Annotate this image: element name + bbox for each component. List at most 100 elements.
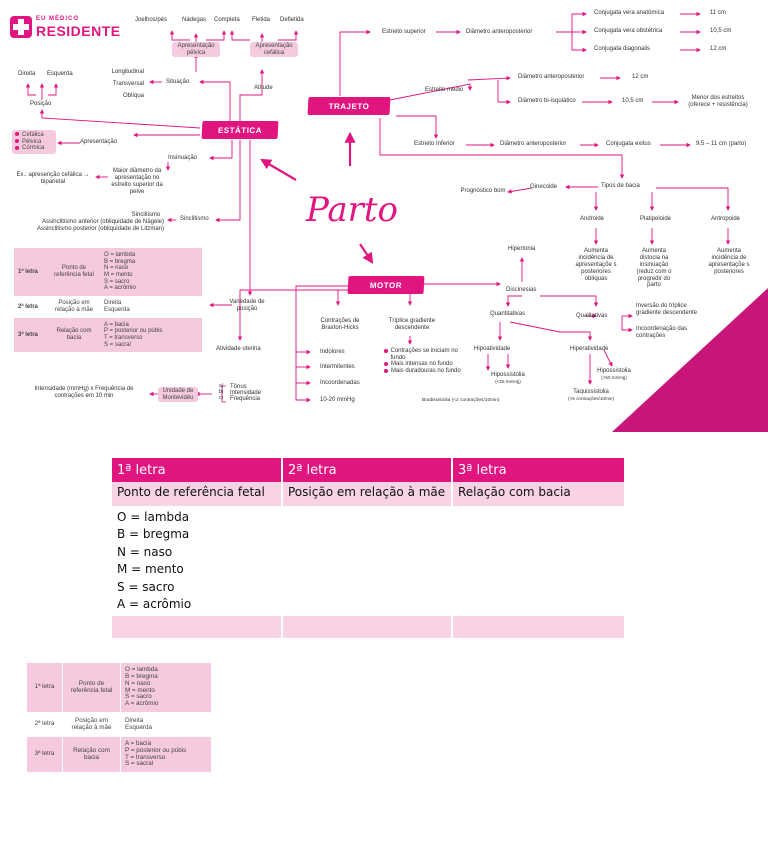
col1-item: O = lambda [117,510,190,524]
bullet-icon [384,368,388,373]
androide-description: Aumenta incidência de apresentaçõe s pos… [575,248,617,282]
menor-dos-estreitos: Menor dos estreitos (oferece + resistênc… [688,95,748,108]
situacao-obliqua: Oblíqua [122,93,144,99]
braxton-10-20: 10-20 mmHg [320,397,355,403]
conjugata-vera-obstetrica: Conjugata vera obstétrica [594,28,663,34]
empty-cell [282,616,453,639]
hipossistolia: Hipossistolia (<25 mmHg) [488,372,528,384]
atitude-item-fletida: Fletida [252,17,271,23]
posicao-direita: Direita [18,71,36,77]
bullet-icon [384,362,388,367]
hipossistolia-value: (<25 mmHg) [495,378,521,384]
triplice-item-1: Contrações se iniciam no fundo [390,348,458,361]
small-label-3: Relação com bacia [62,736,121,773]
col1-item: B = bregma [117,527,190,542]
logo-top-text: EU MÉDICO [36,16,80,22]
taquissistolia: Taquissistolia (>5 contrações/10min) [558,389,624,401]
diametro-anteroposterior-medio: Diâmetro anteroposterior [518,74,585,80]
diametro-anteroposterior-sup: Diâmetro anteroposterior [466,29,533,35]
platipeloide-description: Aumenta distocia na insinuação (reduz co… [636,248,672,289]
unidade-montevideu: Unidade de Montevidéu [158,387,198,403]
hub-motor: MOTOR [347,276,425,294]
value-11cm: 11 cm [710,10,726,16]
estreito-medio: Estreito médio [425,87,464,93]
posicao-esquerda: Esquerda [47,71,73,77]
apresentacao-pelvica: Apresentação pélvica [172,42,220,58]
inversao-triplice: Inversão do tríplice gradiente descenden… [636,303,698,316]
diametro-anteroposterior-inf: Diâmetro anteroposterior [500,141,567,147]
hipossistolia-label: Hipossistolia [491,372,525,378]
header-1a-letra: 1ª letra [112,458,283,482]
braxton-intermitentes: Intermitentes [320,364,355,370]
hub-trajeto: TRAJETO [307,97,391,115]
quantitativas: Quantitativas [490,311,526,317]
small-letter-3: 3ª letra [26,736,63,773]
apresentacao-cormica-item: Córmica [22,145,45,152]
apresentacao-cefalica-item: Cefálica [22,132,44,138]
mini-letter-1: 1ª letra [14,248,48,296]
small-label-1: Ponto de referência fetal [62,662,121,713]
value-12cm: 12 cm [710,46,727,52]
hub-estatica: ESTÁTICA [201,121,279,139]
triplice-item-3: Mais duradouras no fundo [391,367,461,374]
small-letter-1: 1ª letra [26,662,63,713]
col1-item: M = mento [117,562,184,577]
small-values-2: Direita Esquerda [120,712,212,737]
assinclitismo-anterior: Assinclitismo anterior (obliquidade de N… [41,219,164,225]
atitude-item-nadegas: Nádegas [182,17,207,23]
bullet-icon [15,132,19,137]
assinclitismo-posterior: Assinclitismo posterior (obliquidade de … [36,226,164,232]
small-label-2: Posição em relação à mãe [62,712,121,737]
triplice-gradiente: Tríplice gradiente descendente [388,318,436,331]
abc-frequencia: Frequência [230,396,261,402]
medical-cross-icon [10,16,32,38]
parto-title: Parto [306,190,399,230]
mini-label-3: Relação com bacia [48,318,100,352]
incoordenacao-contracoes: Incoordenação das contrações [636,326,688,339]
small-values-3: A = bacia P = posterior ou púbis T = tra… [120,736,212,773]
platipeloide: Platipeloide [640,216,672,222]
hipertonia: Hipertonia [508,246,536,252]
sub-posicao-mae: Posição em relação à mãe [282,482,453,506]
atitude-item-completa: Completa [214,17,240,23]
apresentacao-cefalica: Apresentação cefálica [250,42,298,58]
logo-bottom-text: RESIDENTE [36,23,121,39]
abc-b: b) [219,389,224,395]
letter-reference-table: 1ª letra 2ª letra 3ª letra Ponto de refe… [112,458,624,639]
abc-tonus: Tônus [230,384,247,390]
sub-ponto-referencia: Ponto de referência fetal [112,482,283,506]
mini-letter-table: 1ª letra Ponto de referência fetal O = l… [14,248,202,352]
conjugata-vera-anatomica: Conjugata vera anatômica [594,10,665,16]
bullet-icon [384,349,388,353]
hipersistolia-value: (>50 mmHg) [601,374,627,380]
hiperatividade: Hiperatividade [570,346,609,352]
conjugata-exitus: Conjugata exitus [606,141,651,147]
sinclitismo-label-left: Sinclitismo [131,212,161,218]
col1-values: O = lambda B = bregma N = naso M = mento… [112,506,283,617]
qualitativas: Qualitativas [576,313,608,319]
triplice-item-2: Mais intensas no fundo [391,361,453,368]
situacao-transversal: Transversal [112,81,144,87]
abc-a: a) [219,383,224,389]
bradissistolia: Bradissistolia (<2 contrações/10min) [422,398,500,403]
atitude-item-defletida: Defletida [280,17,304,23]
taquissistolia-label: Taquissistolia [573,389,609,395]
tipos-de-bacia: Tipos de bacia [601,183,640,189]
col1-item: S = sacro [117,579,175,594]
value-10-5cm: 10,5 cm [710,28,732,34]
bullet-icon [15,139,19,144]
braxton-indolores: Indolores [320,349,345,355]
situacao-longitudinal: Longitudinal [111,69,144,75]
antropoide: Antropoide [711,216,741,222]
sinclitismo-label: Sinclitismo [180,216,209,222]
mini-values-2: Direita Esquerda [104,300,130,313]
conjugata-diagonalis: Conjugata diagonalis [594,46,651,52]
estreito-superior: Estreito superior [382,29,426,35]
hipersistolia: Hipossistolia (>50 mmHg) [594,368,634,380]
bi-isquiatico-value: 10,5 cm [622,98,644,104]
mini-label-2: Posição em relação à mãe [54,300,94,313]
braxton-incoordenadas: Incoordenadas [320,380,360,386]
intensidade-formula: Intensidade (mmHg) x Frequência de contr… [34,386,134,399]
ginecoide: Ginecoide [530,184,558,190]
apresentacao-list: Cefálica Pélvica Córmica [12,130,56,154]
